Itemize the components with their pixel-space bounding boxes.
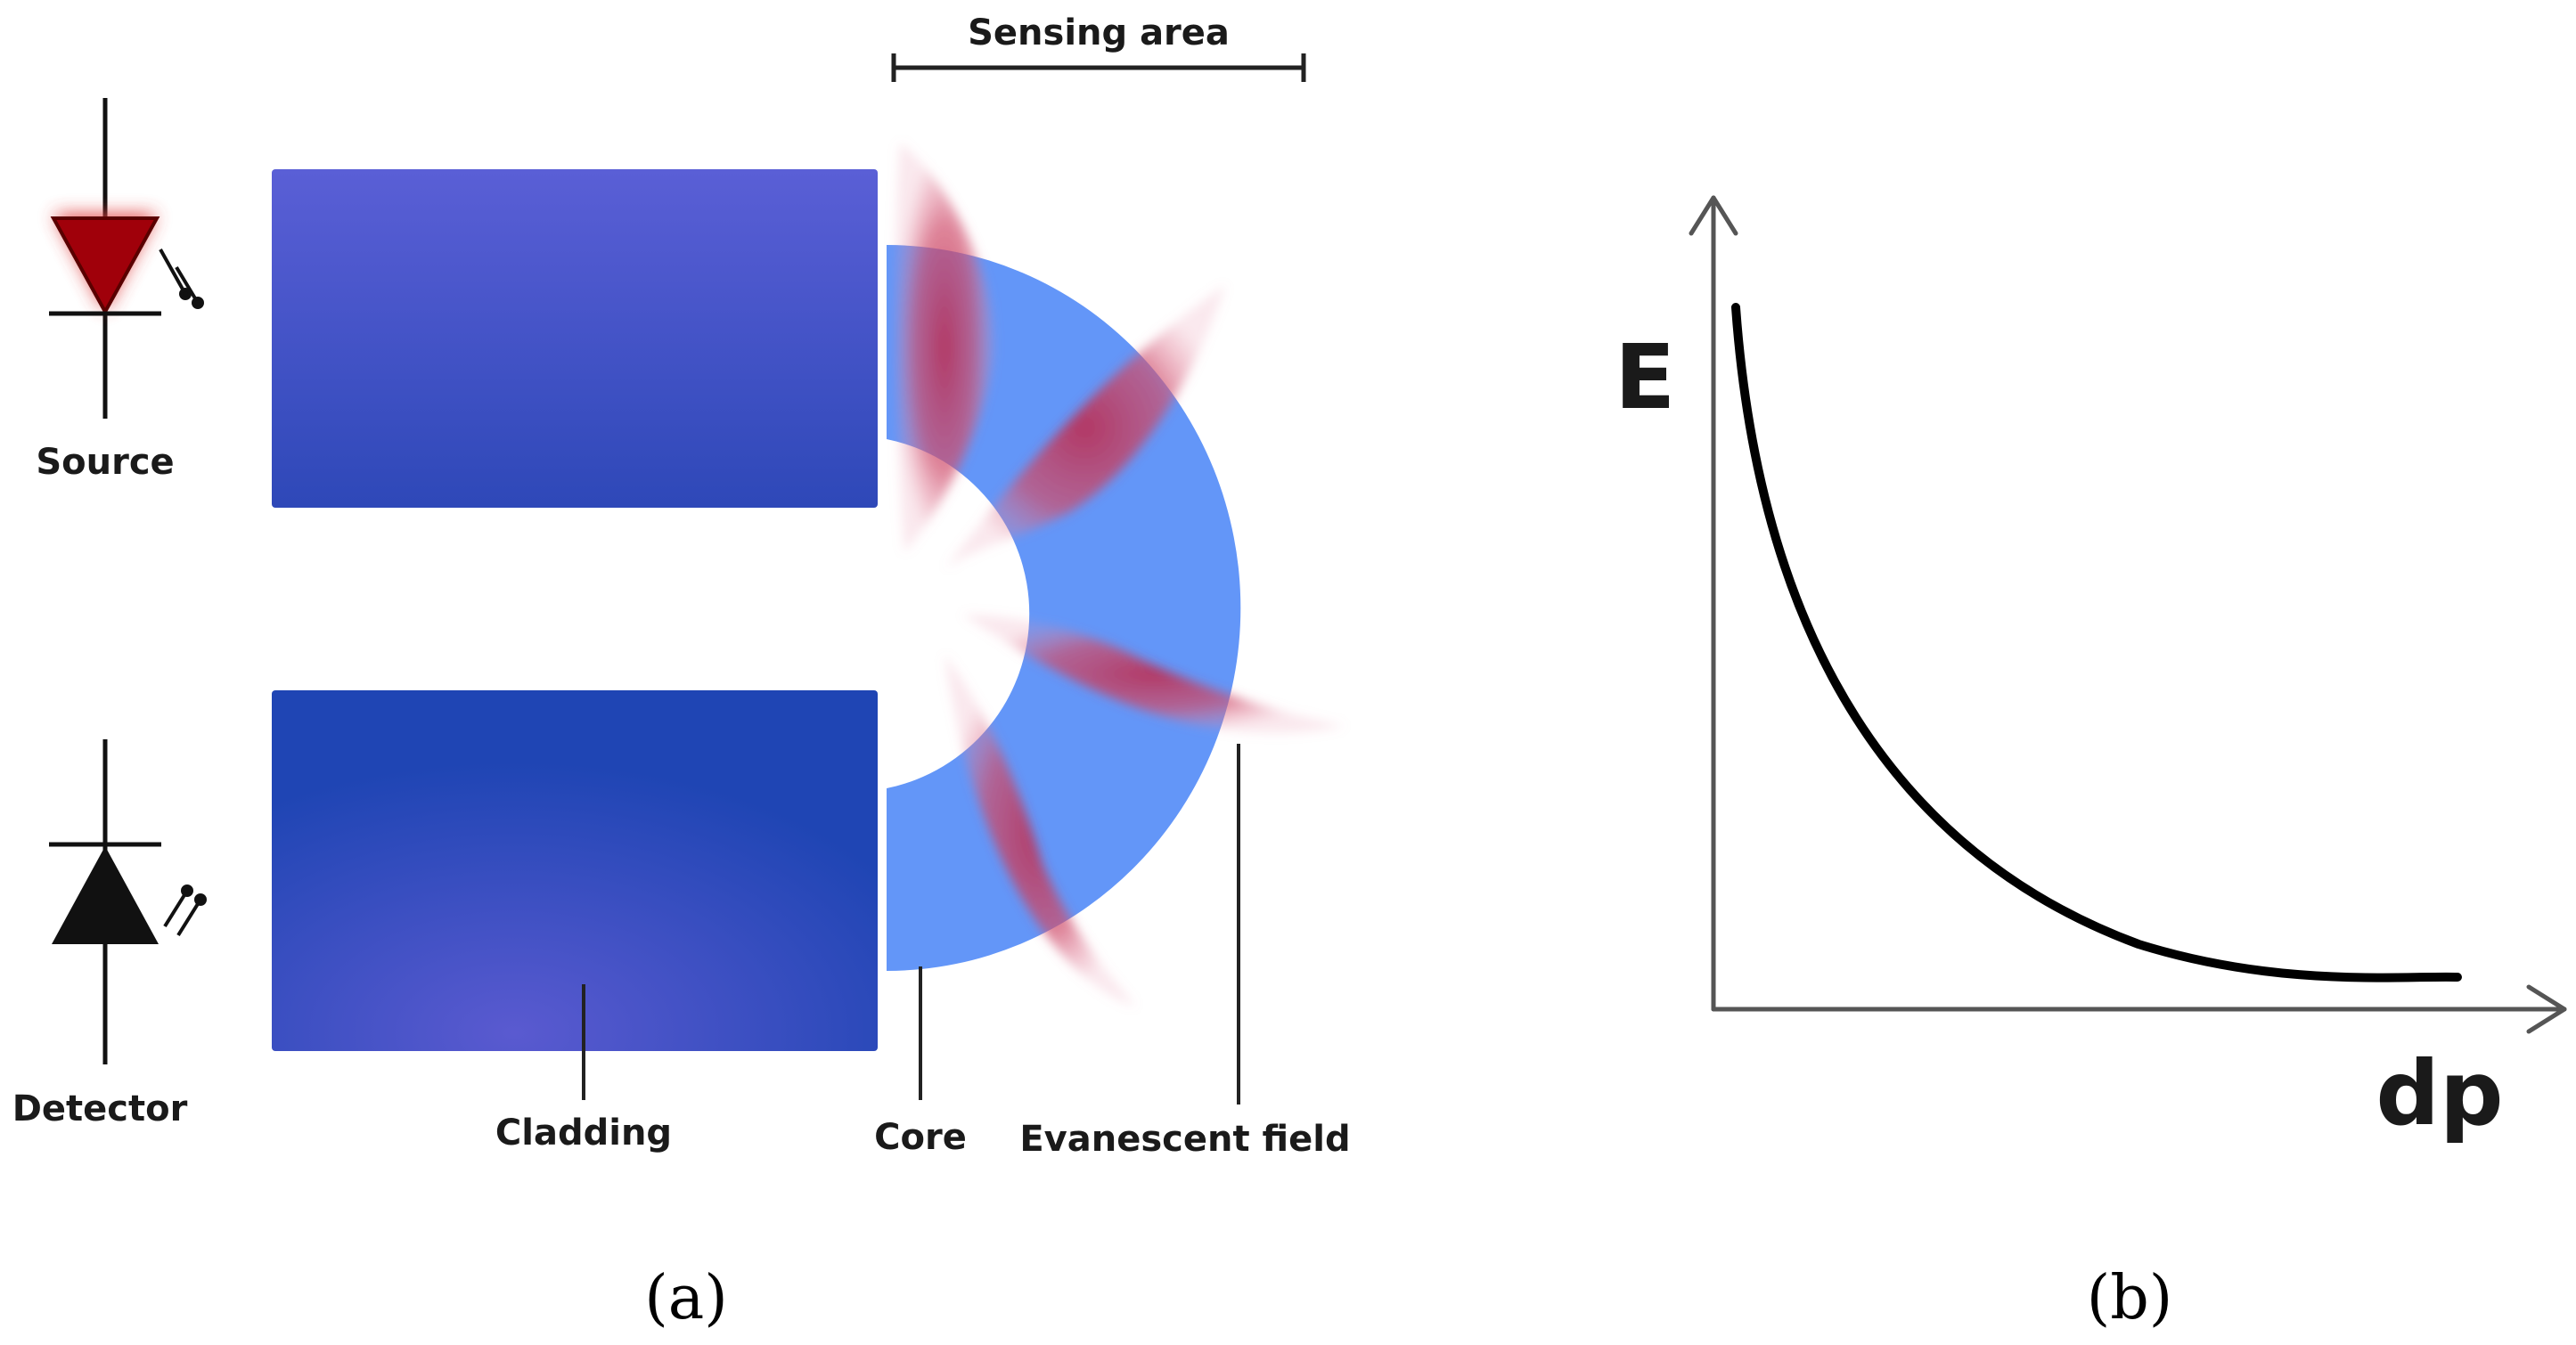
detector-photodiode-icon [49,739,207,1064]
plot-axes [1689,195,2567,1034]
panel-a-label: (a) [644,1263,728,1333]
source-led-icon [49,98,204,419]
panel-b-plot: E dp (b) [1615,195,2567,1333]
evanescent-field [895,143,1345,1007]
sensing-area-label: Sensing area [968,12,1230,53]
panel-b-label: (b) [2087,1263,2173,1333]
cladding-top [272,169,878,508]
source-label: Source [36,442,174,483]
leader-lines [582,744,1240,1105]
evanescent-field-label: Evanescent field [1019,1119,1350,1160]
cladding-label: Cladding [495,1113,672,1153]
sensing-area-bracket [891,53,1306,82]
cladding-bottom [272,690,878,1051]
x-axis-label: dp [2376,1041,2503,1145]
panel-a-diagram: Sensing area Source [12,12,1351,1333]
decay-curve [1731,303,2462,982]
core-label: Core [874,1117,967,1158]
detector-label: Detector [12,1088,188,1129]
y-axis-label: E [1615,325,1675,429]
